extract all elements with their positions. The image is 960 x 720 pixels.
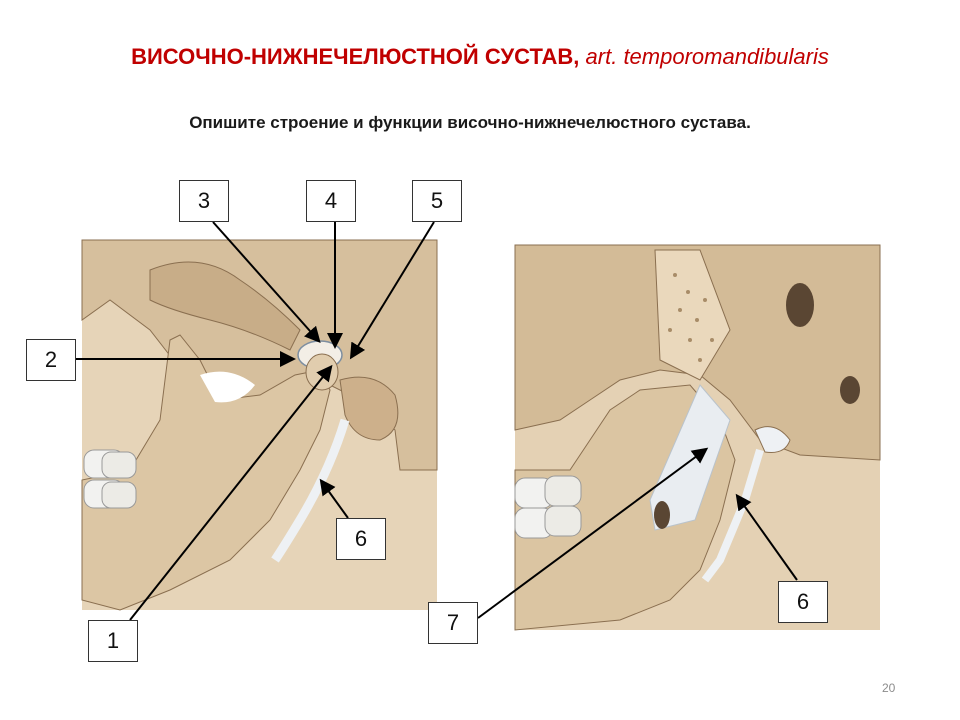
foramen-dark <box>786 283 814 327</box>
left-teeth <box>83 449 137 509</box>
right-illustration <box>514 244 881 631</box>
slide-subtitle: Опишите строение и функции височно-нижне… <box>189 113 751 132</box>
mandible <box>81 334 331 611</box>
mandibular-foramen <box>654 501 670 529</box>
label-4: 4 <box>306 180 356 222</box>
condyle <box>305 353 339 391</box>
mastoid-process <box>339 376 399 441</box>
zygomatic-arch <box>149 261 301 351</box>
leader-lines <box>76 221 798 621</box>
leader-line-7 <box>477 447 709 619</box>
leader-line-3 <box>212 221 321 343</box>
title-latin: art. temporomandibularis <box>585 44 829 69</box>
leader-line-6-right <box>735 493 798 581</box>
sphenomandibular-ligament <box>649 384 731 531</box>
leader-line-6-left <box>319 478 349 519</box>
label-3: 3 <box>179 180 229 222</box>
left-illustration <box>81 239 438 611</box>
title-russian: ВИСОЧНО-НИЖНЕЧЕЛЮСТНОЙ СУСТАВ, <box>131 44 580 69</box>
mandibular-notch <box>200 371 255 403</box>
right-teeth <box>514 475 582 539</box>
leader-line-5 <box>349 221 435 360</box>
label-7: 7 <box>428 602 478 644</box>
leader-line-1 <box>129 364 333 621</box>
stylomandibular-ligament <box>271 418 350 563</box>
page-number: 20 <box>882 681 896 695</box>
label-5: 5 <box>412 180 462 222</box>
foramen-small <box>840 376 860 404</box>
condyle-medial <box>754 426 791 453</box>
label-2: 2 <box>26 339 76 381</box>
label-1: 1 <box>88 620 138 662</box>
spongy-dots <box>668 273 714 362</box>
sphenoid-spongy-bone <box>654 249 731 381</box>
slide-title: ВИСОЧНО-НИЖНЕЧЕЛЮСТНОЙ СУСТАВ, art. temp… <box>0 44 960 70</box>
stylomandibular-ligament-right <box>701 448 764 583</box>
label-6-left: 6 <box>336 518 386 560</box>
label-6-right: 6 <box>778 581 828 623</box>
